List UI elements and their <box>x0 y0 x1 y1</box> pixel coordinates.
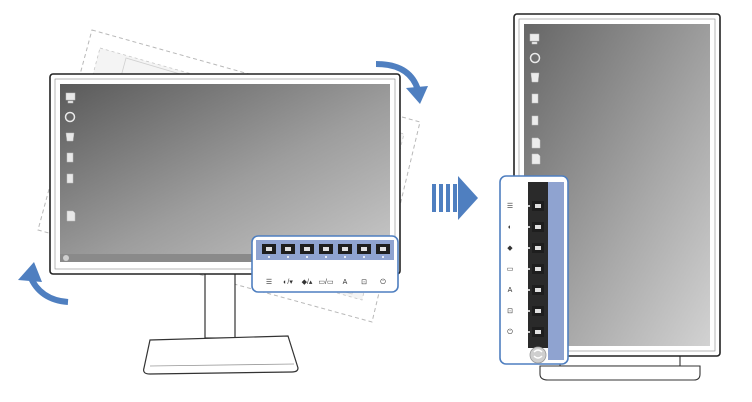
osd-label: ☰ <box>507 203 513 210</box>
document-icon <box>66 173 74 184</box>
osd-callout: ☰ ◐ ◆ ▭ A ⊡ ⏻ <box>499 175 569 365</box>
source-icon <box>528 264 544 274</box>
osd-label: ☰ <box>266 279 272 286</box>
osd-callout: ☰ ◐/▾ ◆/▴ ▭/▭ A ⊡ ⏻ <box>251 235 399 293</box>
down-icon <box>528 222 544 232</box>
browser-icon <box>529 52 541 64</box>
osd-label: ◐/▾ <box>283 279 293 286</box>
portrait-monitor: ☰ ◐ ◆ ▭ A ⊡ ⏻ <box>499 13 721 381</box>
landscape-monitor: ☰ ◐/▾ ◆/▴ ▭/▭ A ⊡ ⏻ <box>18 29 428 375</box>
document-icon <box>66 210 76 222</box>
desktop-icons <box>64 92 76 222</box>
osd-label: A <box>343 279 348 286</box>
document-icon <box>531 153 541 165</box>
desktop-icons <box>529 33 541 165</box>
desktop-screen <box>60 84 390 262</box>
power-icon <box>376 244 390 258</box>
document-icon <box>531 93 539 104</box>
osd-label: ▭/▭ <box>318 279 333 286</box>
computer-icon <box>65 92 76 104</box>
power-logo-icon <box>529 346 547 364</box>
osd-button-strip <box>262 244 390 258</box>
osd-button-column <box>528 201 544 337</box>
rotate-counterclockwise-arrow <box>18 262 69 305</box>
osd-label: ⏻ <box>380 278 386 286</box>
monitor-stand <box>143 269 299 375</box>
osd-label-column: ☰ ◐ ◆ ▭ A ⊡ ⏻ <box>507 203 514 336</box>
osd-label: ▭ <box>507 266 514 273</box>
rotate-clockwise-arrow <box>375 61 428 104</box>
menu-icon <box>528 201 544 211</box>
power-icon <box>528 327 544 337</box>
osd-label: ◐ <box>508 224 512 231</box>
document-icon <box>531 115 539 126</box>
osd-label: ⊡ <box>361 279 367 286</box>
browser-icon <box>64 111 76 123</box>
recycle-bin-icon <box>530 72 540 83</box>
document-icon <box>66 152 74 163</box>
osd-label: ⏻ <box>507 328 513 336</box>
menu-icon <box>262 244 276 258</box>
source-icon <box>319 244 333 258</box>
monitor-stand <box>539 353 701 381</box>
down-icon <box>281 244 295 258</box>
computer-icon <box>529 33 540 45</box>
enter-icon <box>357 244 371 258</box>
osd-label: ◆ <box>507 245 513 252</box>
osd-label: ⊡ <box>507 308 513 315</box>
up-icon <box>300 244 314 258</box>
up-icon <box>528 243 544 253</box>
enter-icon <box>528 306 544 316</box>
osd-label-row: ☰ ◐/▾ ◆/▴ ▭/▭ A ⊡ ⏻ <box>266 278 386 286</box>
document-icon <box>531 137 541 149</box>
osd-label: A <box>508 287 513 294</box>
adjust-icon <box>338 244 352 258</box>
transition-arrow <box>432 176 478 220</box>
recycle-bin-icon <box>65 132 75 142</box>
osd-label: ◆/▴ <box>302 279 313 286</box>
adjust-icon <box>528 285 544 295</box>
